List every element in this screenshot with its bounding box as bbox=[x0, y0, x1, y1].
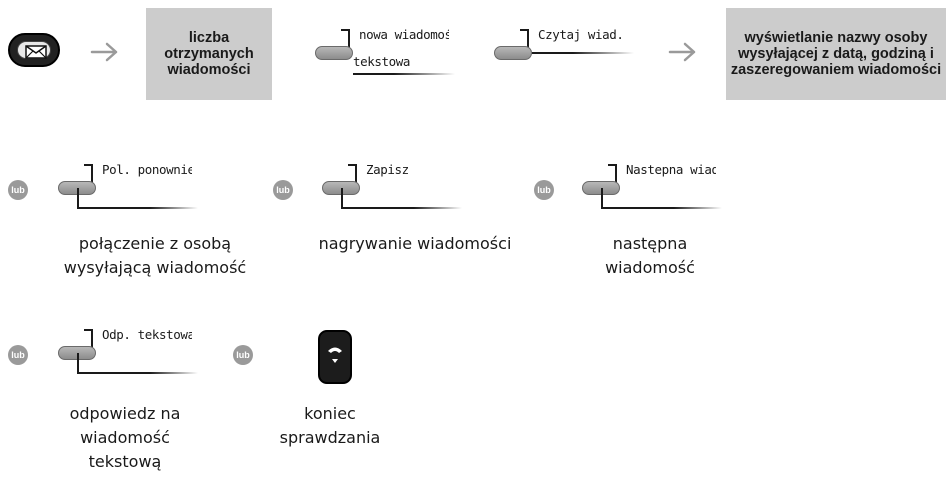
caption-line: wiadomość bbox=[605, 258, 695, 277]
frame-line bbox=[77, 188, 79, 208]
frame-line bbox=[84, 329, 92, 331]
caption-line: sprawdzania bbox=[279, 428, 381, 447]
softkey-read-message[interactable]: Czytaj wiad. bbox=[494, 25, 634, 85]
caption-call-back: połączenie z osobą wysyłającą wiadomość bbox=[40, 232, 270, 280]
frame-line bbox=[355, 164, 357, 186]
softkey-next-message[interactable]: Nastepna wiad. bbox=[582, 160, 722, 220]
caption-reply: odpowiedz na wiadomość tekstową bbox=[40, 402, 210, 474]
caption-line: następna bbox=[612, 234, 688, 253]
frame-line bbox=[84, 164, 92, 166]
caption-line: połączenie z osobą bbox=[78, 234, 232, 253]
sender-details-box: wyświetlanie nazwy osoby wysyłającej z d… bbox=[726, 8, 946, 100]
softkey-label-2: tekstowa bbox=[353, 54, 411, 69]
frame-line bbox=[341, 29, 349, 31]
lub-badge: lub bbox=[8, 180, 28, 200]
lub-text: lub bbox=[11, 350, 25, 360]
softkey-label: nowa wiadomośc bbox=[359, 27, 449, 42]
caption-line: koniec bbox=[304, 404, 356, 423]
caption-end: koniec sprawdzania bbox=[255, 402, 405, 450]
caption-line: wysyłającą wiadomość bbox=[63, 258, 247, 277]
lub-badge: lub bbox=[273, 180, 293, 200]
frame-line bbox=[532, 52, 634, 54]
hang-up-key[interactable] bbox=[318, 330, 352, 384]
softkey-call-back[interactable]: Pol. ponownie bbox=[58, 160, 198, 220]
softkey-save[interactable]: Zapisz bbox=[322, 160, 462, 220]
frame-line bbox=[601, 207, 722, 209]
caption-line: wiadomość bbox=[80, 428, 170, 447]
softkey-new-text-message[interactable]: nowa wiadomośc tekstowa bbox=[315, 25, 455, 85]
frame-line bbox=[77, 372, 198, 374]
lub-text: lub bbox=[11, 185, 25, 195]
caption-next: następna wiadomość bbox=[560, 232, 740, 280]
lub-badge: lub bbox=[8, 345, 28, 365]
sender-details-text: wyświetlanie nazwy osoby wysyłającej z d… bbox=[730, 30, 942, 78]
softkey-label: Zapisz bbox=[366, 162, 409, 177]
arrow-right-icon bbox=[668, 42, 696, 62]
frame-line bbox=[353, 73, 455, 75]
handset-icon bbox=[328, 347, 342, 363]
lub-badge: lub bbox=[233, 345, 253, 365]
softkey-label: Pol. ponownie bbox=[102, 162, 192, 177]
caption-line: nagrywanie wiadomości bbox=[318, 234, 512, 253]
frame-line bbox=[615, 164, 617, 186]
frame-line bbox=[341, 207, 462, 209]
lub-badge: lub bbox=[534, 180, 554, 200]
frame-line bbox=[348, 164, 356, 166]
softkey-button[interactable] bbox=[494, 46, 532, 60]
frame-line bbox=[520, 29, 528, 31]
frame-line bbox=[341, 188, 343, 208]
lub-text: lub bbox=[537, 185, 551, 195]
envelope-icon bbox=[25, 45, 47, 59]
received-count-box: liczba otrzymanych wiadomości bbox=[146, 8, 272, 100]
frame-line bbox=[77, 353, 79, 373]
frame-line bbox=[608, 164, 616, 166]
frame-line bbox=[91, 164, 93, 186]
softkey-label: Nastepna wiad. bbox=[626, 162, 716, 177]
lub-text: lub bbox=[276, 185, 290, 195]
message-key[interactable] bbox=[8, 33, 60, 67]
softkey-label: Odp. tekstowa bbox=[102, 327, 192, 342]
lub-text: lub bbox=[236, 350, 250, 360]
caption-line: odpowiedz na bbox=[69, 404, 181, 423]
frame-line bbox=[601, 188, 603, 208]
caption-save: nagrywanie wiadomości bbox=[290, 232, 540, 256]
softkey-text-reply[interactable]: Odp. tekstowa bbox=[58, 325, 198, 385]
softkey-label: Czytaj wiad. bbox=[538, 27, 624, 42]
frame-line bbox=[77, 207, 198, 209]
received-count-text: liczba otrzymanych wiadomości bbox=[164, 30, 254, 78]
caption-line: tekstową bbox=[88, 452, 162, 471]
frame-line bbox=[91, 329, 93, 351]
softkey-button[interactable] bbox=[315, 46, 353, 60]
frame-line bbox=[527, 29, 529, 51]
frame-line bbox=[348, 29, 350, 51]
arrow-right-icon bbox=[90, 42, 118, 62]
